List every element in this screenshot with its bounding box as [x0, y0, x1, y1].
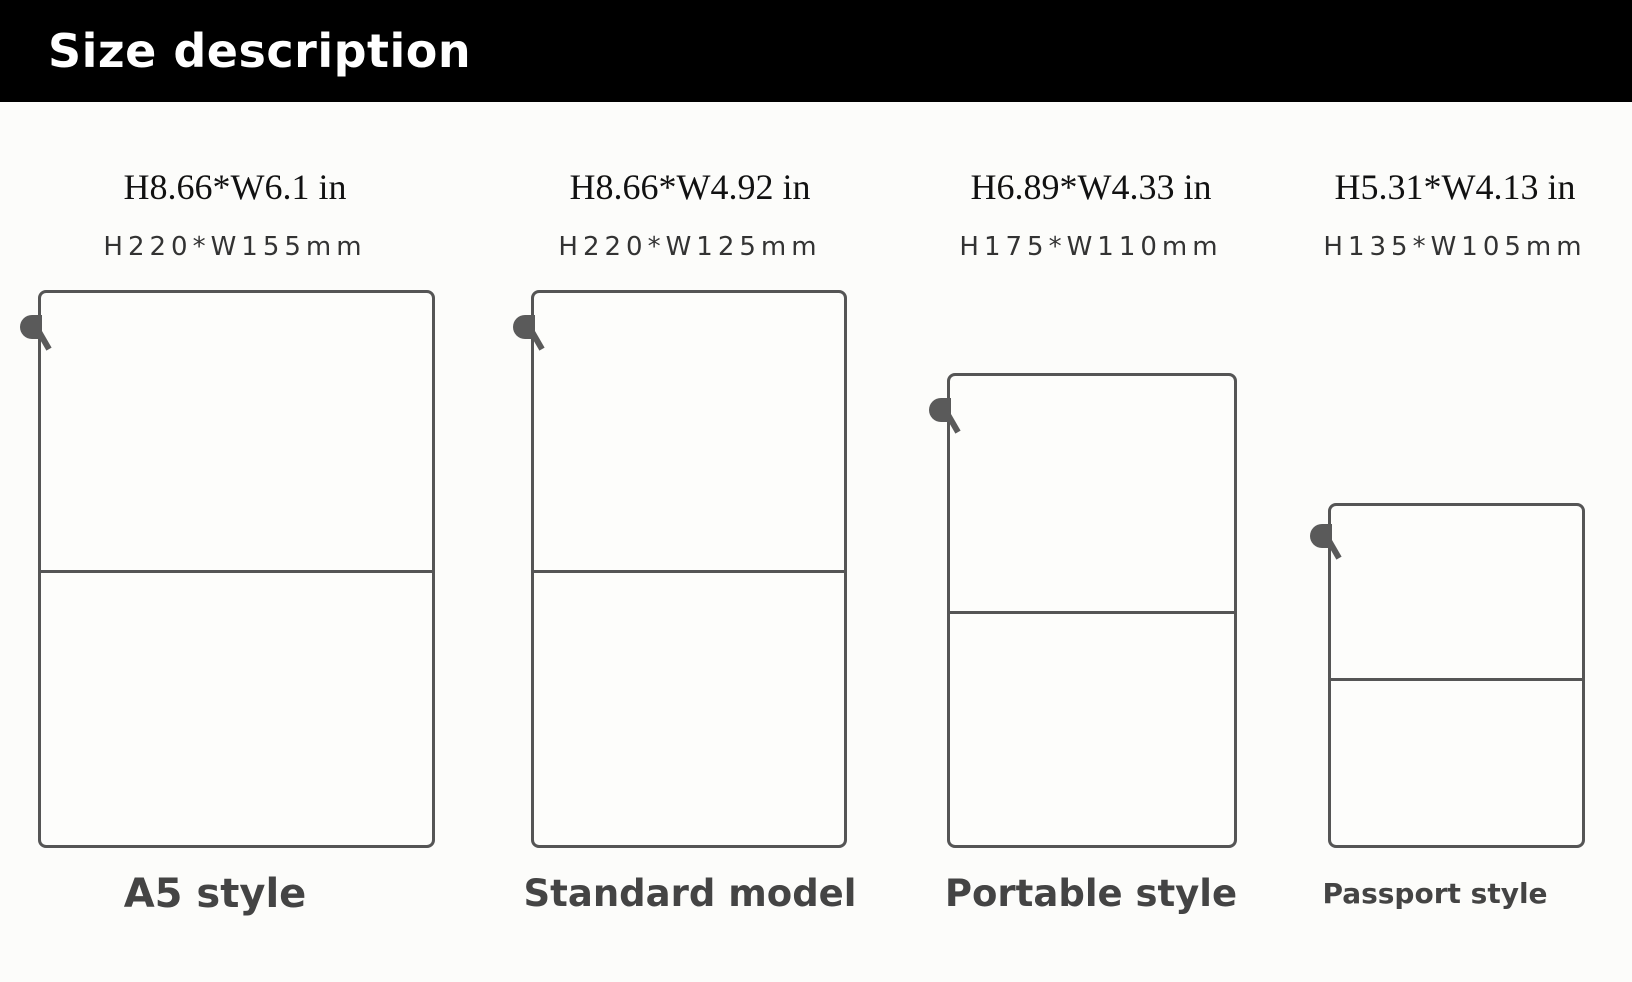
- style-label: Portable style: [944, 872, 1238, 915]
- size-card-standard: H8.66*W4.92 in H220*W125mm Standard mode…: [513, 0, 856, 982]
- size-millimeters: H220*W125mm: [558, 232, 822, 262]
- notebook-outline: [20, 290, 435, 848]
- notebook-outline: [1310, 503, 1585, 848]
- clasp-icon: [929, 398, 951, 422]
- clasp-icon: [20, 315, 42, 339]
- style-label: A5 style: [123, 871, 307, 917]
- style-label: Standard model: [523, 872, 857, 915]
- size-inches: H8.66*W4.92 in: [569, 167, 811, 207]
- page-divider: [1328, 678, 1585, 681]
- header-bar: Size description: [0, 0, 1632, 102]
- size-millimeters: H175*W110mm: [959, 232, 1223, 262]
- size-card-a5: H8.66*W6.1 in H220*W155mm A5 style: [20, 0, 435, 982]
- size-card-portable: H6.89*W4.33 in H175*W110mm Portable styl…: [929, 0, 1237, 982]
- notebook-outline: [513, 290, 847, 848]
- size-inches: H5.31*W4.13 in: [1334, 167, 1576, 207]
- size-card-passport: H5.31*W4.13 in H135*W105mm Passport styl…: [1310, 0, 1585, 982]
- clasp-icon: [1310, 524, 1332, 548]
- style-label: Passport style: [1322, 877, 1548, 910]
- page-title: Size description: [48, 24, 472, 78]
- page-divider: [531, 570, 847, 573]
- size-inches: H6.89*W4.33 in: [970, 167, 1212, 207]
- size-millimeters: H220*W155mm: [103, 232, 367, 262]
- size-inches: H8.66*W6.1 in: [123, 167, 347, 207]
- size-millimeters: H135*W105mm: [1323, 232, 1587, 262]
- clasp-icon: [513, 315, 535, 339]
- page-divider: [947, 611, 1237, 614]
- page-divider: [38, 570, 435, 573]
- notebook-outline: [929, 373, 1237, 848]
